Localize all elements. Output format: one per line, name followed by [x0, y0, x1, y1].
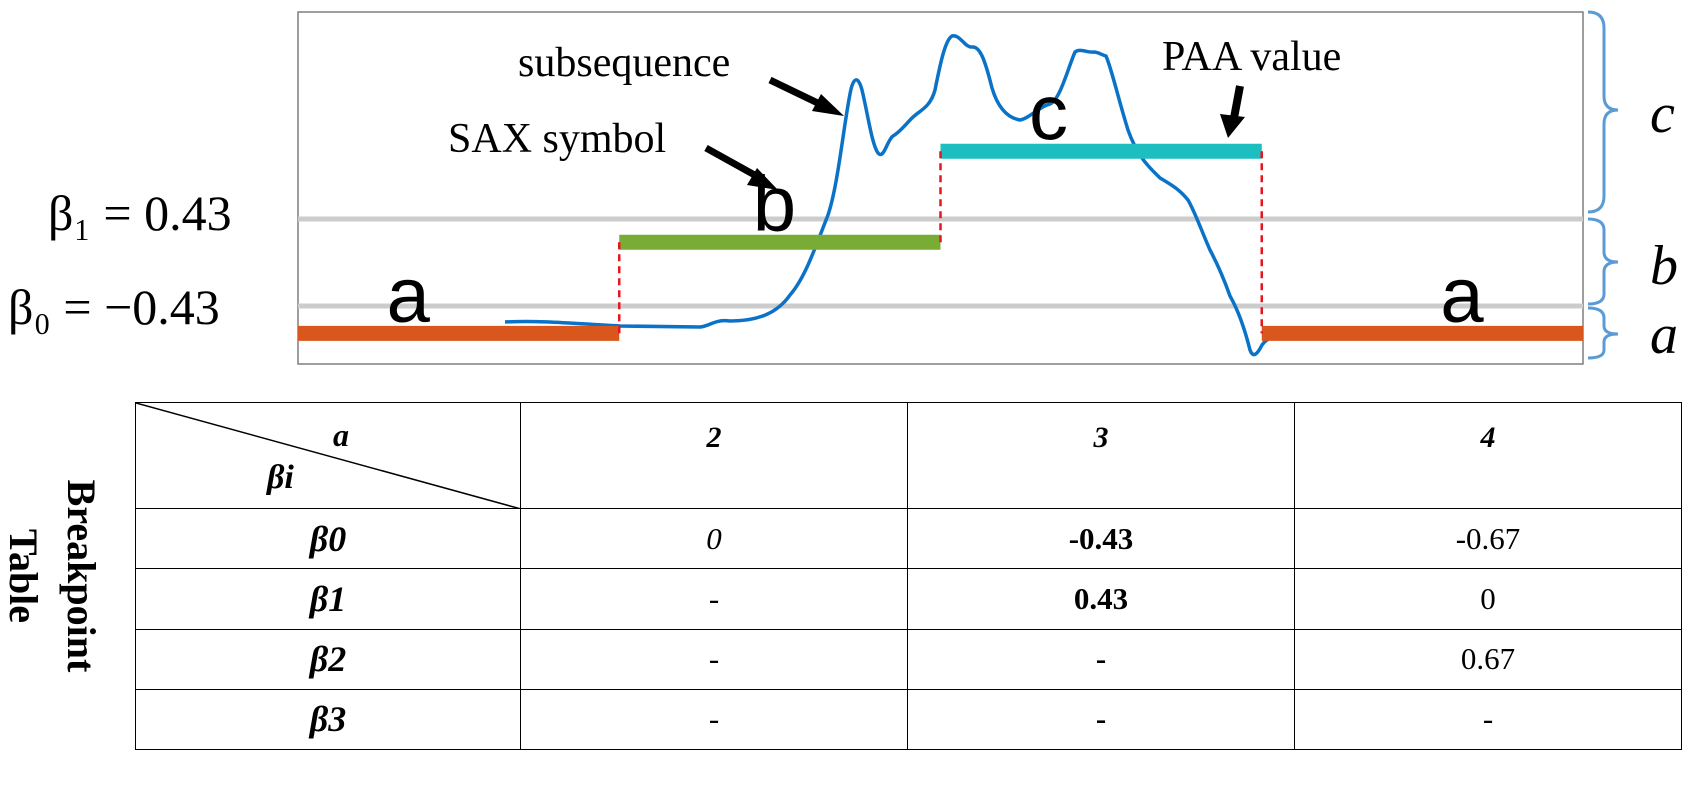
row-header: β3: [135, 688, 521, 751]
row-header: β2: [135, 628, 521, 690]
breakpoint-table: a βi 2 3 4 β0 0 -0.43 -0.67 β1 - 0.43 0 …: [135, 401, 1682, 751]
sax-symbol-4: a: [1440, 250, 1484, 338]
paa-value-label: PAA value: [1162, 34, 1341, 80]
region-label-a: a: [1650, 304, 1678, 366]
table-title: Breakpoint Table: [1, 479, 104, 673]
column-header: 3: [907, 401, 1295, 510]
subsequence-arrowhead: [812, 94, 844, 116]
table-cell: -: [907, 688, 1295, 751]
table-row: β0 0 -0.43 -0.67: [135, 508, 1682, 570]
table-cell: -: [520, 688, 908, 751]
table-cell: -: [907, 628, 1295, 690]
table-cell: -: [1294, 688, 1682, 751]
table-header-row: a βi 2 3 4: [135, 401, 1682, 510]
table-row: β3 - - -: [135, 688, 1682, 751]
row-header: β0: [135, 508, 521, 570]
breakpoint-label-beta0: β₀ = −0.43: [8, 279, 220, 335]
table-row: β1 - 0.43 0: [135, 568, 1682, 630]
region-label-c: c: [1650, 83, 1675, 145]
sax-symbol-arrowhead: [747, 168, 778, 190]
column-header: 2: [520, 401, 908, 510]
corner-col-label: a: [333, 417, 349, 453]
table-cell: -: [520, 628, 908, 690]
brace-c: [1587, 10, 1619, 214]
table-row: β2 - - 0.67: [135, 628, 1682, 690]
table-cell: -0.67: [1294, 508, 1682, 570]
region-label-b: b: [1650, 235, 1678, 297]
table-cell: 0.67: [1294, 628, 1682, 690]
brace-a: [1587, 306, 1619, 360]
sax-symbol-1: a: [387, 250, 431, 338]
table-cell: 0: [1294, 568, 1682, 630]
paa-value-arrowhead: [1220, 114, 1245, 138]
paa-value-arrow: [1230, 85, 1244, 119]
column-header: 4: [1294, 401, 1682, 510]
brace-b: [1587, 217, 1619, 306]
table-cell: -: [520, 568, 908, 630]
table-cell: -0.43: [907, 508, 1295, 570]
subsequence-label: subsequence: [518, 40, 730, 86]
corner-diagonal: [136, 403, 521, 509]
corner-row-label: βi: [267, 459, 294, 496]
subsequence-series: [504, 34, 1311, 357]
plot-frame: [297, 11, 1584, 365]
sax-symbol-arrow: [704, 144, 762, 182]
breakpoint-label-beta1: β₁ = 0.43: [48, 185, 232, 241]
sax-symbol-label: SAX symbol: [448, 116, 666, 162]
table-cell: 0.43: [907, 568, 1295, 630]
row-header: β1: [135, 568, 521, 630]
table-corner-cell: a βi: [135, 401, 521, 510]
sax-symbol-3: c: [1029, 68, 1068, 156]
table-cell: 0: [520, 508, 908, 570]
